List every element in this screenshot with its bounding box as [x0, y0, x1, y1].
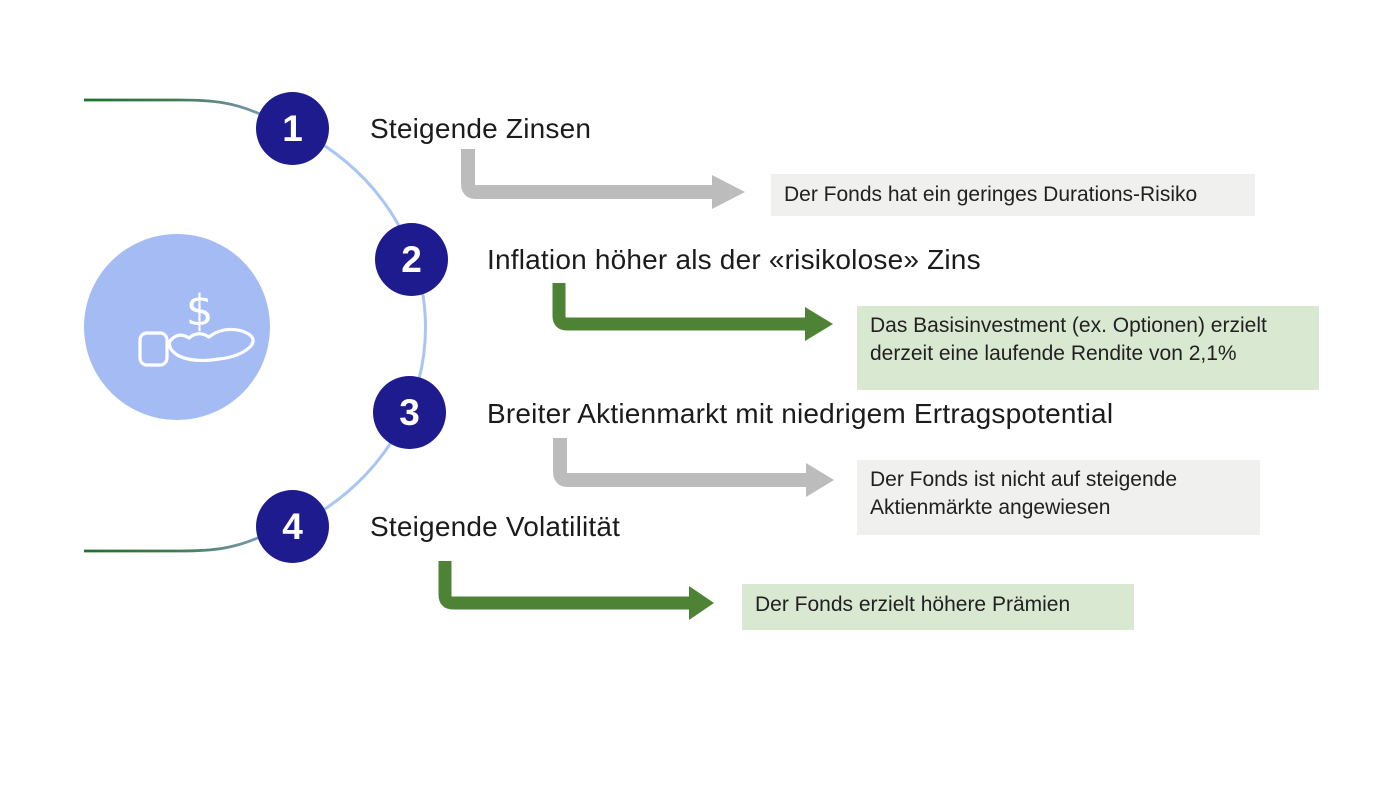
step-2-note: Das Basisinvestment (ex. Optionen) erzie…	[857, 306, 1319, 390]
step-4-note: Der Fonds erzielt höhere Prämien	[742, 584, 1134, 630]
step-3-title: Breiter Aktienmarkt mit niedrigem Ertrag…	[487, 398, 1114, 429]
step-3-note: Der Fonds ist nicht auf steigende Aktien…	[857, 460, 1260, 535]
step-2-number: 2	[401, 239, 422, 280]
center-circle	[84, 234, 270, 420]
step-1-title: Steigende Zinsen	[370, 113, 592, 144]
arrow-step-2-head	[805, 307, 833, 341]
step-1-badge: 1	[256, 92, 329, 165]
step-4-badge: 4	[256, 490, 329, 563]
connector-line-bottom	[84, 534, 263, 553]
step-2-badge: 2	[375, 223, 448, 296]
step-2-title: Inflation höher als der «risikolose» Zin…	[487, 244, 981, 275]
step-1-number: 1	[282, 108, 303, 149]
step-4-number: 4	[282, 506, 303, 547]
step-3-number: 3	[399, 392, 420, 433]
hand-palm-shape	[167, 327, 255, 363]
hand-receiving-dollar-icon: $	[138, 286, 255, 367]
arrow-step-4	[438, 561, 714, 620]
arrow-step-2	[552, 283, 833, 341]
arrow-step-3	[553, 438, 834, 497]
arrow-step-1-head	[712, 175, 745, 209]
arrow-step-1	[461, 149, 745, 209]
step-4-title: Steigende Volatilität	[370, 511, 621, 542]
hand-cuff-shape	[138, 331, 169, 367]
arrow-step-4-head	[689, 586, 714, 620]
connector-line-top	[84, 98, 263, 117]
arrow-step-3-head	[806, 463, 834, 497]
sequence-arc	[292, 126, 427, 529]
step-3-badge: 3	[373, 376, 446, 449]
step-1-note: Der Fonds hat ein geringes Durations-Ris…	[771, 174, 1255, 216]
dollar-glyph: $	[186, 286, 213, 336]
